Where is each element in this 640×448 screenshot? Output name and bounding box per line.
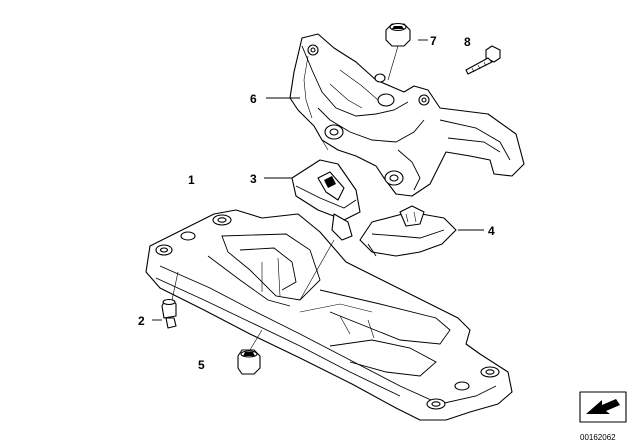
- callout-6: 6: [250, 92, 257, 106]
- leader-lines: [152, 39, 484, 321]
- mount-part-4: [359, 205, 457, 257]
- document-number: 00162062: [580, 433, 616, 442]
- rubber-mount-part-3: [291, 159, 361, 241]
- callout-7: 7: [430, 34, 437, 48]
- callout-8: 8: [464, 35, 471, 49]
- bracket-part-6: [289, 33, 525, 197]
- callout-5: 5: [198, 358, 205, 372]
- assembly-lines: [171, 45, 399, 351]
- callout-3: 3: [250, 172, 257, 186]
- nut-part-7: [385, 22, 411, 47]
- callout-4: 4: [488, 224, 495, 238]
- bolt-part-2: [161, 298, 177, 329]
- callout-2: 2: [138, 314, 145, 328]
- crossmember-part-1: [145, 209, 513, 421]
- arrow-badge-icon: [579, 391, 627, 423]
- bolt-part-8: [465, 45, 501, 75]
- nut-part-5: [237, 349, 261, 375]
- callout-1: 1: [188, 173, 195, 187]
